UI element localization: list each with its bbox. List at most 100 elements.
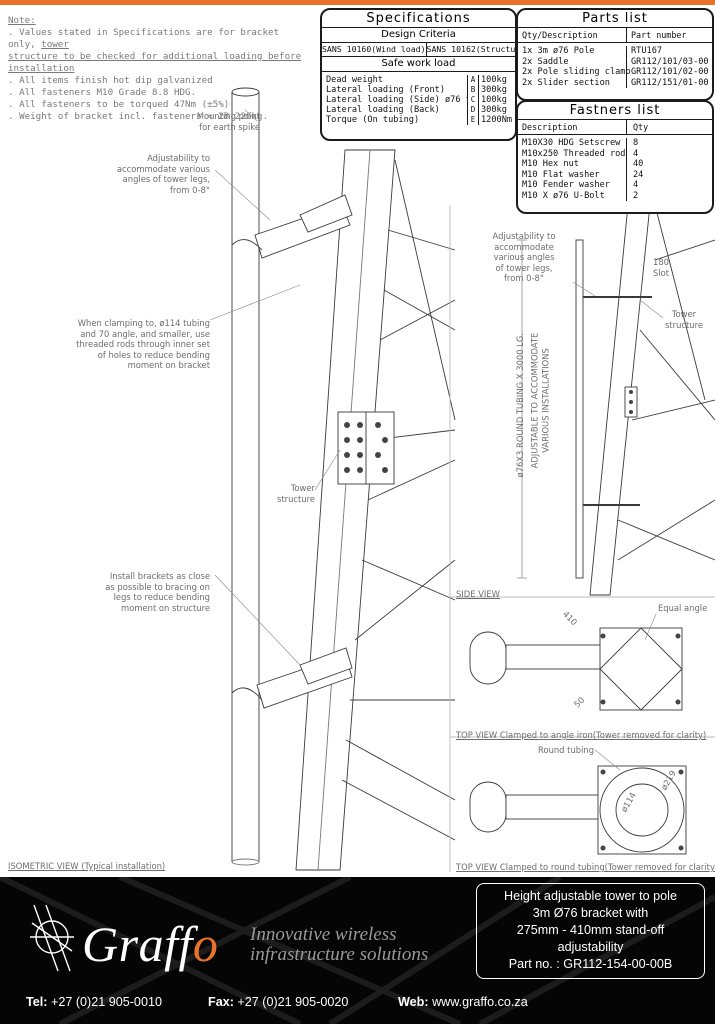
parts-row: 2x Slider section GR112/151/01-00 xyxy=(518,77,712,88)
annot-line: and 70 angle, and smaller, use xyxy=(80,328,210,339)
part-number: GR112/151/01-00 xyxy=(631,77,709,88)
annot-line: VARIOUS INSTALLATIONS xyxy=(540,348,550,453)
part-number: Part no. : GR112-154-00-00B xyxy=(508,957,673,971)
safe-work-load-title: Safe work load xyxy=(322,57,515,72)
spec-code: B xyxy=(467,85,479,95)
annot-line: moment on bracket xyxy=(127,360,210,370)
spec-code: E xyxy=(467,115,479,125)
annot-line: Tower xyxy=(671,309,697,319)
parts-list-title: Parts list xyxy=(518,10,712,28)
brand-text: Graff xyxy=(82,916,193,972)
website: Web: www.graffo.co.za xyxy=(398,995,528,1009)
tagline-line: infrastructure solutions xyxy=(250,944,429,965)
annot-line: structure xyxy=(276,493,315,504)
clamping-note: When clamping to, ø114 tubing and 70 ang… xyxy=(40,318,210,371)
spec-code: A xyxy=(467,75,479,85)
tower-structure-iso-note: Tower structure xyxy=(250,483,315,504)
adjustability-side-note: Adjustability to accommodate various ang… xyxy=(476,231,572,284)
footer: Graffo Innovative wireless infrastructur… xyxy=(0,877,715,1024)
mounting-point-note: Mounting point for earth spike xyxy=(120,111,260,132)
brand-accent-letter: o xyxy=(192,916,219,972)
fastener-desc: M10 Hex nut xyxy=(518,159,627,170)
spec-value: 300kg xyxy=(481,105,507,115)
part-desc: 2x Slider section xyxy=(518,77,627,88)
fastener-qty: 24 xyxy=(633,169,644,180)
parts-col-desc: Qty/Description xyxy=(518,28,627,42)
spec-label: Torque (On tubing) xyxy=(326,115,420,125)
part-number: RTU167 xyxy=(631,46,663,56)
fastener-desc: M10 Fender washer xyxy=(518,180,627,191)
annot-line: Slot xyxy=(652,267,670,278)
fastener-qty: 2 xyxy=(633,190,639,201)
annot-line: Adjustability to xyxy=(147,153,210,163)
annot-line: When clamping to, ø114 tubing xyxy=(77,318,210,328)
annot-line: accommodate xyxy=(494,241,554,252)
annot-line: various angles xyxy=(493,252,555,262)
notes-heading: Note: xyxy=(8,15,36,26)
top-accent-bar xyxy=(0,0,715,5)
annot-line: of tower legs, xyxy=(495,262,553,273)
spec-code: C xyxy=(467,95,479,105)
annot-line: Tower xyxy=(290,483,315,493)
fastener-qty: 4 xyxy=(633,148,639,159)
telephone: Tel: +27 (0)21 905-0010 xyxy=(26,995,162,1009)
spec-label: Dead weight xyxy=(326,75,383,85)
footer-background-lattice xyxy=(0,877,715,1024)
top-view-angle-label: TOP VIEW Clamped to angle iron(Tower rem… xyxy=(456,730,707,740)
spec-code: D xyxy=(467,105,479,115)
drawing-sheet: Note: . Values stated in Specifications … xyxy=(0,5,715,877)
annot-line: Mounting point xyxy=(196,111,260,121)
parts-col-part: Part number xyxy=(631,30,687,40)
part-number: GR112/101/02-00 xyxy=(631,67,709,77)
spec-value: 300kg xyxy=(481,85,507,95)
brand-name: Graffo xyxy=(82,915,218,973)
notes-block: Note: . Values stated in Specifications … xyxy=(8,15,308,123)
note-line: . Values stated in Specifications are fo… xyxy=(8,27,308,51)
side-view-label: SIDE VIEW xyxy=(456,589,500,599)
note-line: . All items finish hot dip galvanized xyxy=(8,75,213,86)
fax-number: +27 (0)21 905-0020 xyxy=(237,995,349,1009)
part-desc: 2x Saddle xyxy=(518,56,627,67)
annot-line: legs to reduce bending xyxy=(113,592,210,602)
design-criteria-title: Design Criteria xyxy=(322,28,515,43)
note-text: . Values stated in Specifications are fo… xyxy=(8,27,280,50)
fastener-row: M10 Fender washer 4 xyxy=(518,180,712,191)
annot-line: as possible to bracing on xyxy=(105,581,210,592)
spec-value: 1200Nm xyxy=(481,115,513,125)
fastener-desc: M10 Flat washer xyxy=(518,169,627,180)
technical-drawing xyxy=(209,87,715,872)
note-text: tower xyxy=(41,39,69,50)
title-line: 275mm - 410mm stand-off xyxy=(516,923,665,937)
annot-line: from 0-8° xyxy=(503,273,545,283)
annot-line: of holes to reduce bending xyxy=(97,349,210,360)
fax-label: Fax: xyxy=(208,995,234,1009)
annot-line: from 0-8° xyxy=(169,184,210,195)
round-tubing-note: Round tubing xyxy=(538,745,595,755)
annot-line: Adjustability to xyxy=(492,231,556,241)
annot-line: 180 xyxy=(653,257,669,267)
spec-label: Lateral loading (Side) ø76 tower leg xyxy=(326,95,467,105)
annot-line: angles of tower legs, xyxy=(122,174,210,184)
annot-line: Install brackets as close xyxy=(109,571,210,581)
website-link[interactable]: www.graffo.co.za xyxy=(432,995,528,1009)
equal-angle-note: Equal angle xyxy=(658,603,708,613)
fastener-qty: 4 xyxy=(633,180,639,190)
annot-line: structure xyxy=(664,319,703,330)
annot-line: accommodate various xyxy=(116,163,210,174)
adjustability-iso-note: Adjustability to accommodate various ang… xyxy=(90,153,210,195)
tower-structure-side-note: Tower structure xyxy=(656,309,712,330)
annot-line: for earth spike xyxy=(199,121,260,132)
top-view-round-label: TOP VIEW Clamped to round tubing(Tower r… xyxy=(456,862,715,872)
web-label: Web: xyxy=(398,995,429,1009)
title-line: adjustability xyxy=(557,940,624,954)
tel-number: +27 (0)21 905-0010 xyxy=(50,995,162,1009)
